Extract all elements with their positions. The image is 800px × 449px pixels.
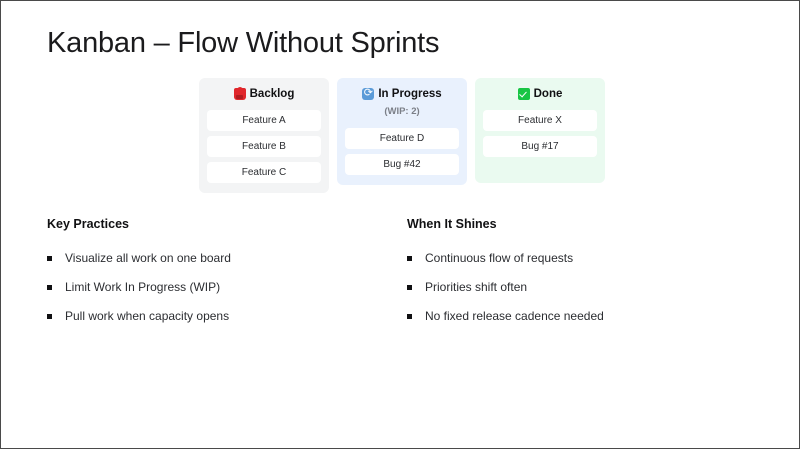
list-item-label: Pull work when capacity opens bbox=[65, 309, 230, 323]
list-item: Continuous flow of requests bbox=[407, 251, 737, 266]
square-bullet-icon bbox=[407, 256, 412, 261]
bullet-list: Continuous flow of requests Priorities s… bbox=[407, 251, 737, 324]
kanban-card[interactable]: Feature X bbox=[483, 110, 597, 131]
list-item: Pull work when capacity opens bbox=[47, 309, 377, 324]
refresh-icon bbox=[362, 88, 375, 100]
square-bullet-icon bbox=[47, 285, 52, 290]
kanban-column-in-progress[interactable]: In Progress (WIP: 2) Feature D Bug #42 bbox=[337, 78, 467, 185]
list-item-label: Visualize all work on one board bbox=[65, 251, 231, 265]
column-header-in-progress: In Progress (WIP: 2) bbox=[345, 86, 459, 119]
kanban-column-backlog[interactable]: Backlog Feature A Feature B Feature C bbox=[199, 78, 329, 193]
column-title: In Progress bbox=[378, 88, 442, 100]
list-item-label: Continuous flow of requests bbox=[425, 251, 574, 265]
column-title: Backlog bbox=[249, 88, 295, 100]
list-item: No fixed release cadence needed bbox=[407, 309, 737, 324]
wip-limit-label: (WIP: 2) bbox=[384, 106, 420, 117]
panel-when-it-shines: When It Shines Continuous flow of reques… bbox=[407, 217, 737, 324]
square-bullet-icon bbox=[407, 314, 412, 319]
kanban-card[interactable]: Feature D bbox=[345, 128, 459, 149]
bullet-list: Visualize all work on one board Limit Wo… bbox=[47, 251, 377, 324]
kanban-card[interactable]: Bug #17 bbox=[483, 136, 597, 157]
list-item: Priorities shift often bbox=[407, 280, 737, 295]
page-title: Kanban – Flow Without Sprints bbox=[47, 27, 440, 59]
backpack-icon bbox=[233, 86, 246, 100]
column-title: Done bbox=[533, 88, 563, 100]
square-bullet-icon bbox=[407, 285, 412, 290]
kanban-card[interactable]: Feature C bbox=[207, 162, 321, 183]
panel-heading: Key Practices bbox=[47, 217, 130, 231]
kanban-card[interactable]: Feature A bbox=[207, 110, 321, 131]
square-bullet-icon bbox=[47, 314, 52, 319]
list-item-label: Priorities shift often bbox=[425, 280, 528, 294]
square-bullet-icon bbox=[47, 256, 52, 261]
kanban-card[interactable]: Feature B bbox=[207, 136, 321, 157]
list-item-label: Limit Work In Progress (WIP) bbox=[65, 280, 221, 294]
column-header-done: Done bbox=[483, 86, 597, 101]
list-item-label: No fixed release cadence needed bbox=[425, 309, 604, 323]
kanban-column-done[interactable]: Done Feature X Bug #17 bbox=[475, 78, 605, 183]
check-icon bbox=[517, 88, 530, 100]
panel-heading: When It Shines bbox=[407, 217, 497, 231]
kanban-card[interactable]: Bug #42 bbox=[345, 154, 459, 175]
list-item: Limit Work In Progress (WIP) bbox=[47, 280, 377, 295]
list-item: Visualize all work on one board bbox=[47, 251, 377, 266]
column-header-backlog: Backlog bbox=[207, 86, 321, 101]
kanban-board: Backlog Feature A Feature B Feature C In… bbox=[199, 78, 605, 193]
panel-key-practices: Key Practices Visualize all work on one … bbox=[47, 217, 377, 324]
